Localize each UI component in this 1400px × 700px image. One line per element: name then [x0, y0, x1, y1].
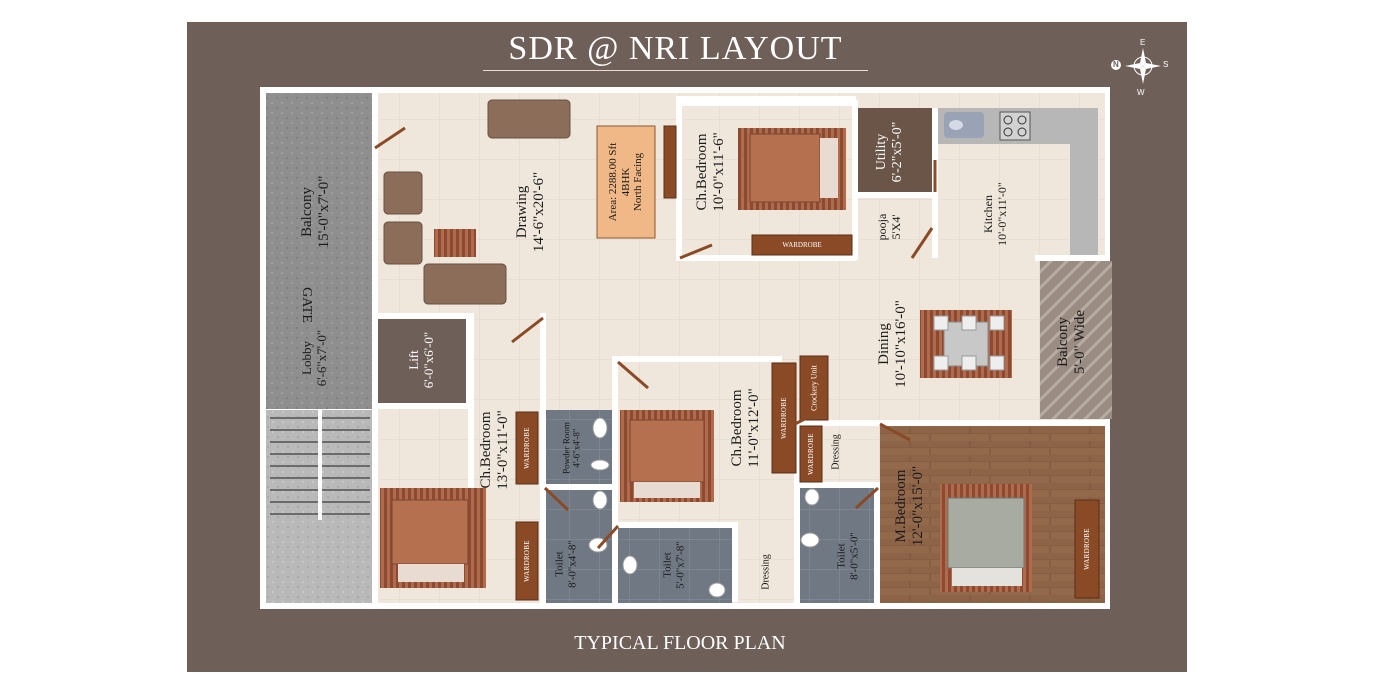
wardrobe-label-mbedroom: WARDROBE: [1083, 528, 1091, 570]
room-size: 6'-2"x5'-0": [890, 121, 905, 183]
room-size: 8'-0"x5'-0": [848, 532, 860, 580]
room-label-dining: Dining 10'-10"x16'-0": [876, 300, 911, 388]
compass-rose-icon: N E S W: [1105, 38, 1170, 100]
room-size: 14'-6"x20'-6": [531, 171, 547, 253]
wardrobe-label-dressing: WARDROBE: [807, 433, 815, 475]
room-name: Powder Room: [561, 422, 572, 474]
room-label-kitchen: Kitchen 10'-0"x11'-0": [981, 182, 1010, 246]
room-label-drawing: Drawing 14'-6"x20'-6": [514, 172, 549, 252]
room-size: 12'-0"x15'-0": [910, 465, 926, 547]
room-label-utility: Utility 6'-2"x5'-0": [874, 122, 906, 183]
facing-text: North Facing: [632, 152, 645, 212]
compass-north-label: N: [1113, 60, 1119, 69]
dressing-label-2: Dressing: [760, 554, 772, 590]
room-name: Lift: [406, 350, 422, 370]
room-label-chbedroom-mid: Ch.Bedroom 11'-0"x12'-0": [729, 388, 764, 468]
title-underline: [483, 70, 868, 71]
room-name: Ch.Bedroom: [693, 133, 710, 211]
room-name: Lobby: [299, 341, 315, 375]
room-name: Ch.Bedroom: [477, 411, 494, 489]
room-size: 6'-0"x6'-0": [421, 331, 436, 389]
room-size: 5'-0" Wide: [1072, 309, 1088, 375]
room-size: 10'-0"x11'-0": [995, 182, 1009, 246]
room-label-toilet-3: Toilet 8'-0"x5'-0": [835, 532, 860, 580]
room-name: Balcony: [1054, 317, 1071, 367]
wardrobe-label-top: WARDROBE: [782, 241, 822, 249]
room-size: 5'-0"x7'-8": [674, 541, 686, 589]
room-label-balcony-right: Balcony 5'-0" Wide: [1055, 310, 1090, 374]
wardrobe-label-chbed-mid: WARDROBE: [780, 397, 788, 439]
room-label-powder-room: Powder Room 4'-6"x4'-8": [562, 422, 583, 474]
room-size: 10'-0"x11'-6": [711, 132, 727, 212]
room-name: pooja: [875, 213, 890, 241]
dressing-label-1: Dressing: [830, 434, 842, 470]
room-label-chbedroom-left: Ch.Bedroom 13'-0"x11'-0": [478, 410, 513, 490]
room-name: Ch.Bedroom: [728, 389, 745, 467]
bhk-text: 4BHK: [619, 167, 632, 197]
room-size: 10'-10"x16'-0": [893, 300, 909, 388]
area-box: Area: 2288.00 Sft 4BHK North Facing: [607, 143, 645, 222]
room-label-pooja: pooja 5'X4': [875, 213, 904, 241]
room-label-lift: Lift 6'-0"x6'-0": [406, 331, 437, 389]
compass-east-label: E: [1140, 38, 1146, 47]
wardrobe-label-chbed-left-1: WARDROBE: [523, 427, 531, 469]
room-label-chbedroom-top: Ch.Bedroom 10'-0"x11'-6": [694, 132, 729, 212]
room-size: 13'-0"x11'-0": [495, 410, 511, 490]
room-name: Toilet: [661, 552, 674, 578]
crockery-unit-label: Crockery Unit: [809, 365, 819, 411]
room-name: Dining: [875, 323, 892, 365]
room-name: Toilet: [835, 543, 848, 569]
room-name: Kitchen: [981, 195, 996, 234]
room-label-lobby: Lobby 6'-6"x7'-0": [299, 329, 330, 387]
room-name: M.Bedroom: [892, 469, 909, 543]
room-name: Utility: [873, 133, 889, 171]
room-size: 11'-0"x12'-0": [746, 388, 762, 468]
page-title: SDR @ NRI LAYOUT: [508, 30, 843, 67]
gate-label: GATE: [299, 287, 314, 323]
room-size: 15'-0"x7'-0": [316, 175, 332, 249]
room-size: 6'-6"x7'-0": [314, 329, 329, 387]
room-label-toilet-1: Toilet 8'-0"x4'-8": [553, 540, 578, 588]
area-text: Area: 2288.00 Sft: [607, 142, 620, 222]
room-label-balcony-left: Balcony 15'-0"x7'-0": [299, 176, 334, 249]
room-size: 4'-6"x4'-8": [572, 428, 582, 468]
room-name: Balcony: [298, 187, 315, 237]
room-name: Drawing: [513, 185, 530, 239]
compass-south-label: S: [1163, 60, 1169, 69]
room-name: Toilet: [553, 551, 566, 577]
plan-caption: TYPICAL FLOOR PLAN: [574, 632, 786, 654]
room-size: 5'X4': [889, 214, 903, 240]
room-size: 8'-0"x4'-8": [566, 540, 578, 588]
wardrobe-label-chbed-left-2: WARDROBE: [523, 540, 531, 582]
compass-west-label: W: [1137, 88, 1145, 97]
room-label-toilet-2: Toilet 5'-0"x7'-8": [661, 541, 686, 589]
room-label-mbedroom: M.Bedroom 12'-0"x15'-0": [893, 466, 928, 546]
